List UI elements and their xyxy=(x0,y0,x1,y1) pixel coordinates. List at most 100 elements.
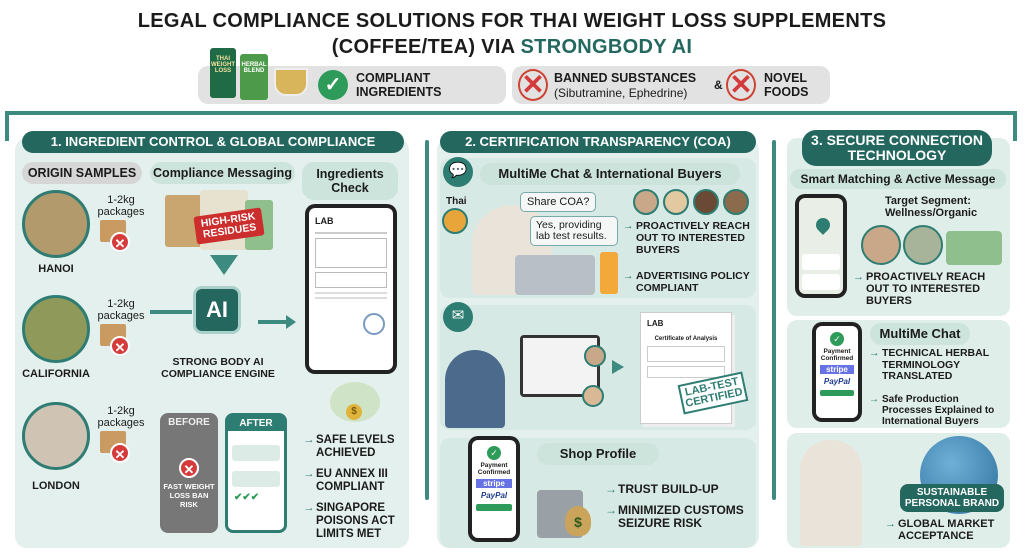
buyer-avatar xyxy=(633,189,659,215)
compliant-banner: THAI WEIGHT LOSS HERBAL BLEND ✓ COMPLIAN… xyxy=(198,48,506,104)
product-tube-image xyxy=(600,252,618,294)
compliant-label: COMPLIANT INGREDIENTS xyxy=(356,71,442,99)
brand-name: STRONGBODY AI xyxy=(520,36,693,58)
before-label: BEFORE xyxy=(168,417,210,428)
location-pin-icon xyxy=(813,215,833,235)
bullet-item: →PROACTIVELY REACH OUT TO INTERESTED BUY… xyxy=(623,220,750,256)
flow-connector xyxy=(1013,111,1017,141)
smart-matching-tag: Smart Matching & Active Message xyxy=(790,169,1006,189)
confirm-button[interactable] xyxy=(476,504,512,511)
bullet-text: TECHNICAL HERBAL TERMINOLOGY TRANSLATED xyxy=(882,347,989,382)
arrow-right-icon xyxy=(612,360,624,374)
multime-chat-tag: MultiMe Chat xyxy=(870,323,970,345)
shop-profile-tag: Shop Profile xyxy=(537,443,659,465)
before-phone: BEFORE ✕ FAST WEIGHT LOSS BAN RISK xyxy=(160,413,218,533)
bullet-item: →EU ANNEX III COMPLIANT xyxy=(303,468,388,493)
compliance-messaging-tag: Compliance Messaging xyxy=(150,162,295,184)
payment-phone: ✓ Payment Confirmed stripe PayPal xyxy=(468,436,520,542)
ingredients-check-tag: Ingredients Check xyxy=(302,162,398,200)
flow-connector xyxy=(425,140,429,500)
buyer-avatar xyxy=(584,345,606,367)
page-subtitle: (COFFEE/TEA) VIA STRONGBODY AI xyxy=(0,36,1024,59)
after-label: AFTER xyxy=(228,416,284,431)
bullet-text: Safe Production Processes Explained to I… xyxy=(882,394,995,427)
confirm-button[interactable] xyxy=(820,390,854,396)
buyer-avatar xyxy=(903,225,943,265)
bullet-text: TRUST BUILD-UP xyxy=(618,482,719,496)
section1-header: 1. INGREDIENT CONTROL & GLOBAL COMPLIANC… xyxy=(22,131,404,153)
bullet-item: →TRUST BUILD-UP xyxy=(605,482,719,496)
flow-arrow xyxy=(258,320,288,324)
product-bag: THAI WEIGHT LOSS xyxy=(210,48,236,98)
section2-header: 2. CERTIFICATION TRANSPARENCY (COA) xyxy=(440,131,756,153)
banned-x-icon: ✕ xyxy=(518,69,548,101)
check-icon: ✓ xyxy=(830,332,844,346)
payment-phone: ✓ Payment Confirmed stripe PayPal xyxy=(812,322,862,422)
bullet-text: SINGAPORE POISONS ACT LIMITS MET xyxy=(316,502,395,540)
bullet-text: SAFE LEVELS ACHIEVED xyxy=(316,434,395,459)
origin-label: HANOI xyxy=(38,263,74,275)
flow-arrow xyxy=(150,310,192,314)
flow-connector xyxy=(5,111,9,141)
reject-x-icon: ✕ xyxy=(110,232,130,252)
thai-label: Thai xyxy=(446,196,467,207)
bullet-text: MINIMIZED CUSTOMS SEIZURE RISK xyxy=(618,503,744,530)
london-person-image xyxy=(22,402,90,470)
tea-cup-icon xyxy=(274,68,308,96)
hanoi-sample-image xyxy=(22,190,90,258)
novel-label: NOVEL FOODS xyxy=(764,71,809,99)
flow-connector xyxy=(5,111,1017,115)
ai-chip-icon: AI xyxy=(196,289,238,331)
bullet-item: →PROACTIVELY REACH OUT TO INTERESTED BUY… xyxy=(853,271,986,307)
chat-title: MultiMe Chat & International Buyers xyxy=(498,166,722,181)
product-bag: HERBAL BLEND xyxy=(240,54,268,100)
bullet-item: →GLOBAL MARKET ACCEPTANCE xyxy=(885,518,995,542)
ai-engine-label: STRONG BODY AI COMPLIANCE ENGINE xyxy=(161,356,275,380)
california-sample-image xyxy=(22,295,90,363)
bullet-text: ADVERTISING POLICY COMPLIANT xyxy=(636,270,750,294)
coin-icon: $ xyxy=(346,404,362,420)
bullet-item: →Safe Production Processes Explained to … xyxy=(869,394,995,427)
ban-risk-label: FAST WEIGHT LOSS BAN RISK xyxy=(163,482,215,509)
arrow-right-icon xyxy=(286,315,296,329)
turmeric-icon xyxy=(442,208,468,234)
bullet-item: →TECHNICAL HERBAL TERMINOLOGY TRANSLATED xyxy=(869,347,989,382)
buyer-avatar xyxy=(663,189,689,215)
check-icon: ✓ xyxy=(318,70,348,100)
bullet-text: EU ANNEX III COMPLIANT xyxy=(316,468,388,493)
stripe-button[interactable]: stripe xyxy=(476,479,512,488)
paypal-button[interactable]: PayPal xyxy=(480,491,508,500)
package-label: 1-2kg packages xyxy=(97,194,145,218)
banned-examples: (Sibutramine, Ephedrine) xyxy=(554,86,688,100)
stripe-button[interactable]: stripe xyxy=(820,365,854,374)
coa-title: Certificate of Analysis xyxy=(654,336,718,342)
woman-with-product-image xyxy=(800,440,862,546)
banned-banner: ✕ BANNED SUBSTANCES (Sibutramine, Ephedr… xyxy=(512,66,830,104)
origin-samples-tag: ORIGIN SAMPLES xyxy=(22,162,142,184)
bullet-item: →ADVERTISING POLICY COMPLIANT xyxy=(623,270,750,294)
money-bag-icon: $ xyxy=(565,506,591,536)
page-title: LEGAL COMPLIANCE SOLUTIONS FOR THAI WEIG… xyxy=(137,10,887,32)
check-icon: ✓ xyxy=(487,446,501,460)
buyer-avatar xyxy=(582,385,604,407)
package-label: 1-2kg packages xyxy=(97,405,145,429)
map-phone xyxy=(795,194,847,298)
flow-connector xyxy=(772,140,776,500)
buyer-avatar xyxy=(723,189,749,215)
payment-confirmed: Payment Confirmed xyxy=(820,348,854,362)
buyer-avatar xyxy=(861,225,901,265)
seal-icon xyxy=(363,313,385,335)
target-segment: Target Segment: Wellness/Organic xyxy=(885,195,978,219)
buyer-avatar xyxy=(693,189,719,215)
banned-label: BANNED SUBSTANCES xyxy=(554,71,697,85)
email-icon: ✉ xyxy=(443,302,473,332)
origin-label: LONDON xyxy=(32,480,80,492)
section3-header: 3. SECURE CONNECTION TECHNOLOGY xyxy=(802,130,992,166)
paypal-button[interactable]: PayPal xyxy=(823,377,851,386)
bullet-item: →MINIMIZED CUSTOMS SEIZURE RISK xyxy=(605,503,744,530)
bullet-item: →SAFE LEVELS ACHIEVED xyxy=(303,434,395,459)
lab-logo: LAB xyxy=(647,319,664,328)
bullet-text: PROACTIVELY REACH OUT TO INTERESTED BUYE… xyxy=(866,271,986,307)
subtitle-prefix: (COFFEE/TEA) VIA xyxy=(331,36,521,58)
reject-x-icon: ✕ xyxy=(110,443,130,463)
